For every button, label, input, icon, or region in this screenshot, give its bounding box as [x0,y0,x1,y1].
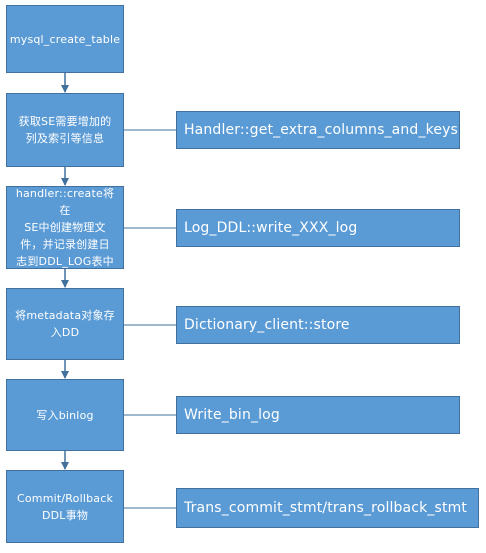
step-label: 获取SE需要增加的 列及索引等信息 [18,115,112,145]
callee-label: Dictionary_client::store [184,317,350,333]
callee-box-write-bin-log: Write_bin_log [176,396,460,434]
callee-box-trans-commit-rollback: Trans_commit_stmt/trans_rollback_stmt [176,488,479,528]
step-label: 将metadata对象存 入DD [15,309,115,339]
step-box-mysql-create-table: mysql_create_table [6,5,124,73]
callee-box-dictionary-store: Dictionary_client::store [176,306,460,344]
callee-label: Trans_commit_stmt/trans_rollback_stmt [184,500,468,516]
callee-label: Write_bin_log [184,407,280,423]
step-label: Commit/Rollback DDL事物 [16,491,114,522]
callee-label: Log_DDL::write_XXX_log [184,220,358,236]
step-box-get-extra-columns: 获取SE需要增加的 列及索引等信息 [6,93,124,167]
callee-box-get-extra-columns-and-keys: Handler::get_extra_columns_and_keys [176,111,460,149]
step-label: handler::create将在 SE中创建物理文 件，并记录创建日 志到DD… [15,187,115,268]
step-label: mysql_create_table [9,32,121,46]
step-box-write-binlog: 写入binlog [6,379,124,451]
step-box-commit-rollback: Commit/Rollback DDL事物 [6,470,124,543]
step-label: 写入binlog [36,408,94,422]
step-box-store-metadata: 将metadata对象存 入DD [6,288,124,360]
callee-box-write-log: Log_DDL::write_XXX_log [176,209,460,247]
step-box-handler-create: handler::create将在 SE中创建物理文 件，并记录创建日 志到DD… [6,186,124,269]
callee-label: Handler::get_extra_columns_and_keys [184,122,458,138]
